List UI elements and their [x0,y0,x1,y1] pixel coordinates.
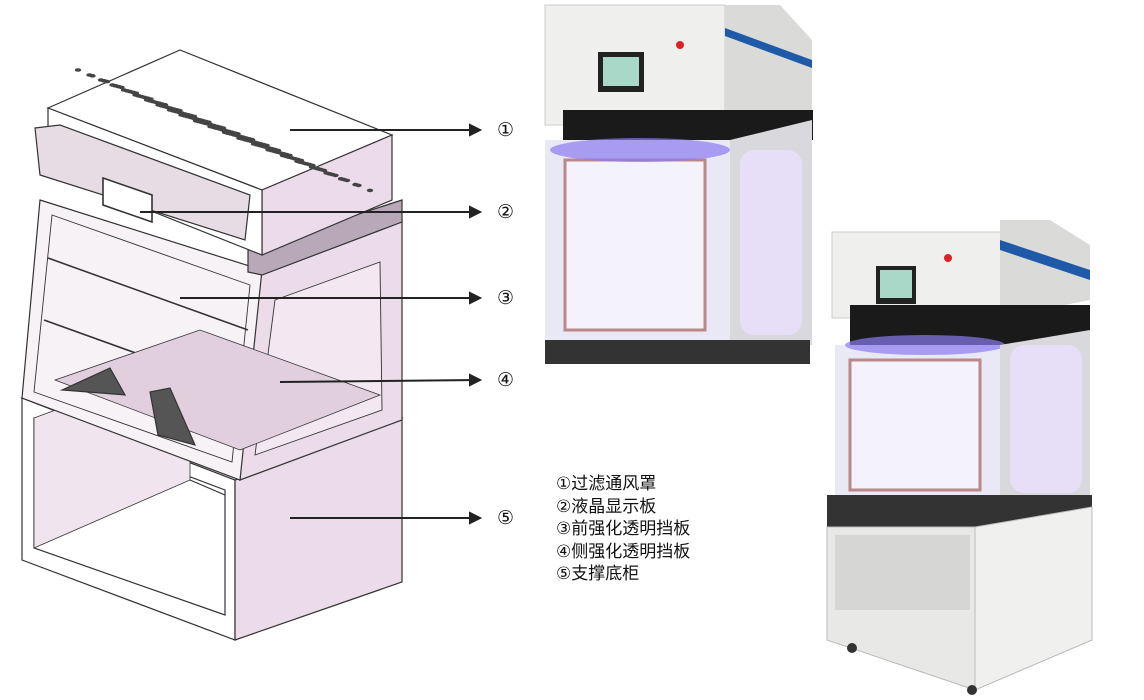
vent-hole [323,171,330,175]
cabinet-line-drawing [20,49,483,641]
product-photo-2 [826,220,1093,695]
vent-hole [250,142,258,146]
vent-hole [192,119,200,123]
vent-hole [352,182,359,187]
legend-item-side-shield: ④侧强化透明挡板 [556,541,691,562]
vent-hole [120,88,128,92]
band [247,199,403,276]
parts-legend: ①过滤通风罩 ②液晶显示板 ③前强化透明挡板 ④侧强化透明挡板 ⑤支撑底柜 [556,473,690,586]
vent-hole [221,130,229,135]
vent-hole [132,93,139,97]
vent-hole [279,153,287,158]
vent-hole [97,78,105,82]
vent-hole [155,103,162,107]
vent-hole [74,68,82,72]
callout-5: ⑤ [497,507,515,529]
vent-hole [337,177,345,181]
vent-hole [109,83,116,87]
vent-hole [366,188,374,193]
callout-3: ③ [497,287,515,309]
callout-4: ④ [497,369,515,391]
legend-item-base-cabinet: ⑤支撑底柜 [556,564,640,584]
vent-hole [166,108,174,112]
lcd-display [102,176,153,224]
vent-hole [308,165,316,169]
callout-arrows [140,123,483,525]
legend-item-front-shield: ③前强化透明挡板 [556,519,691,539]
vent-hole [265,148,272,152]
vent-hole [207,124,214,129]
callout-2: ② [497,201,515,223]
vent-hole [236,136,243,140]
vent-hole [178,113,185,117]
vent-hole [143,98,151,102]
product-photo-1 [544,4,813,364]
legend-item-filter-hood: ①过滤通风罩 [556,474,657,494]
legend-item-lcd-panel: ②液晶显示板 [556,496,657,517]
vent-hole [294,159,301,164]
callout-1: ① [497,119,515,141]
vent-hole [86,73,93,77]
